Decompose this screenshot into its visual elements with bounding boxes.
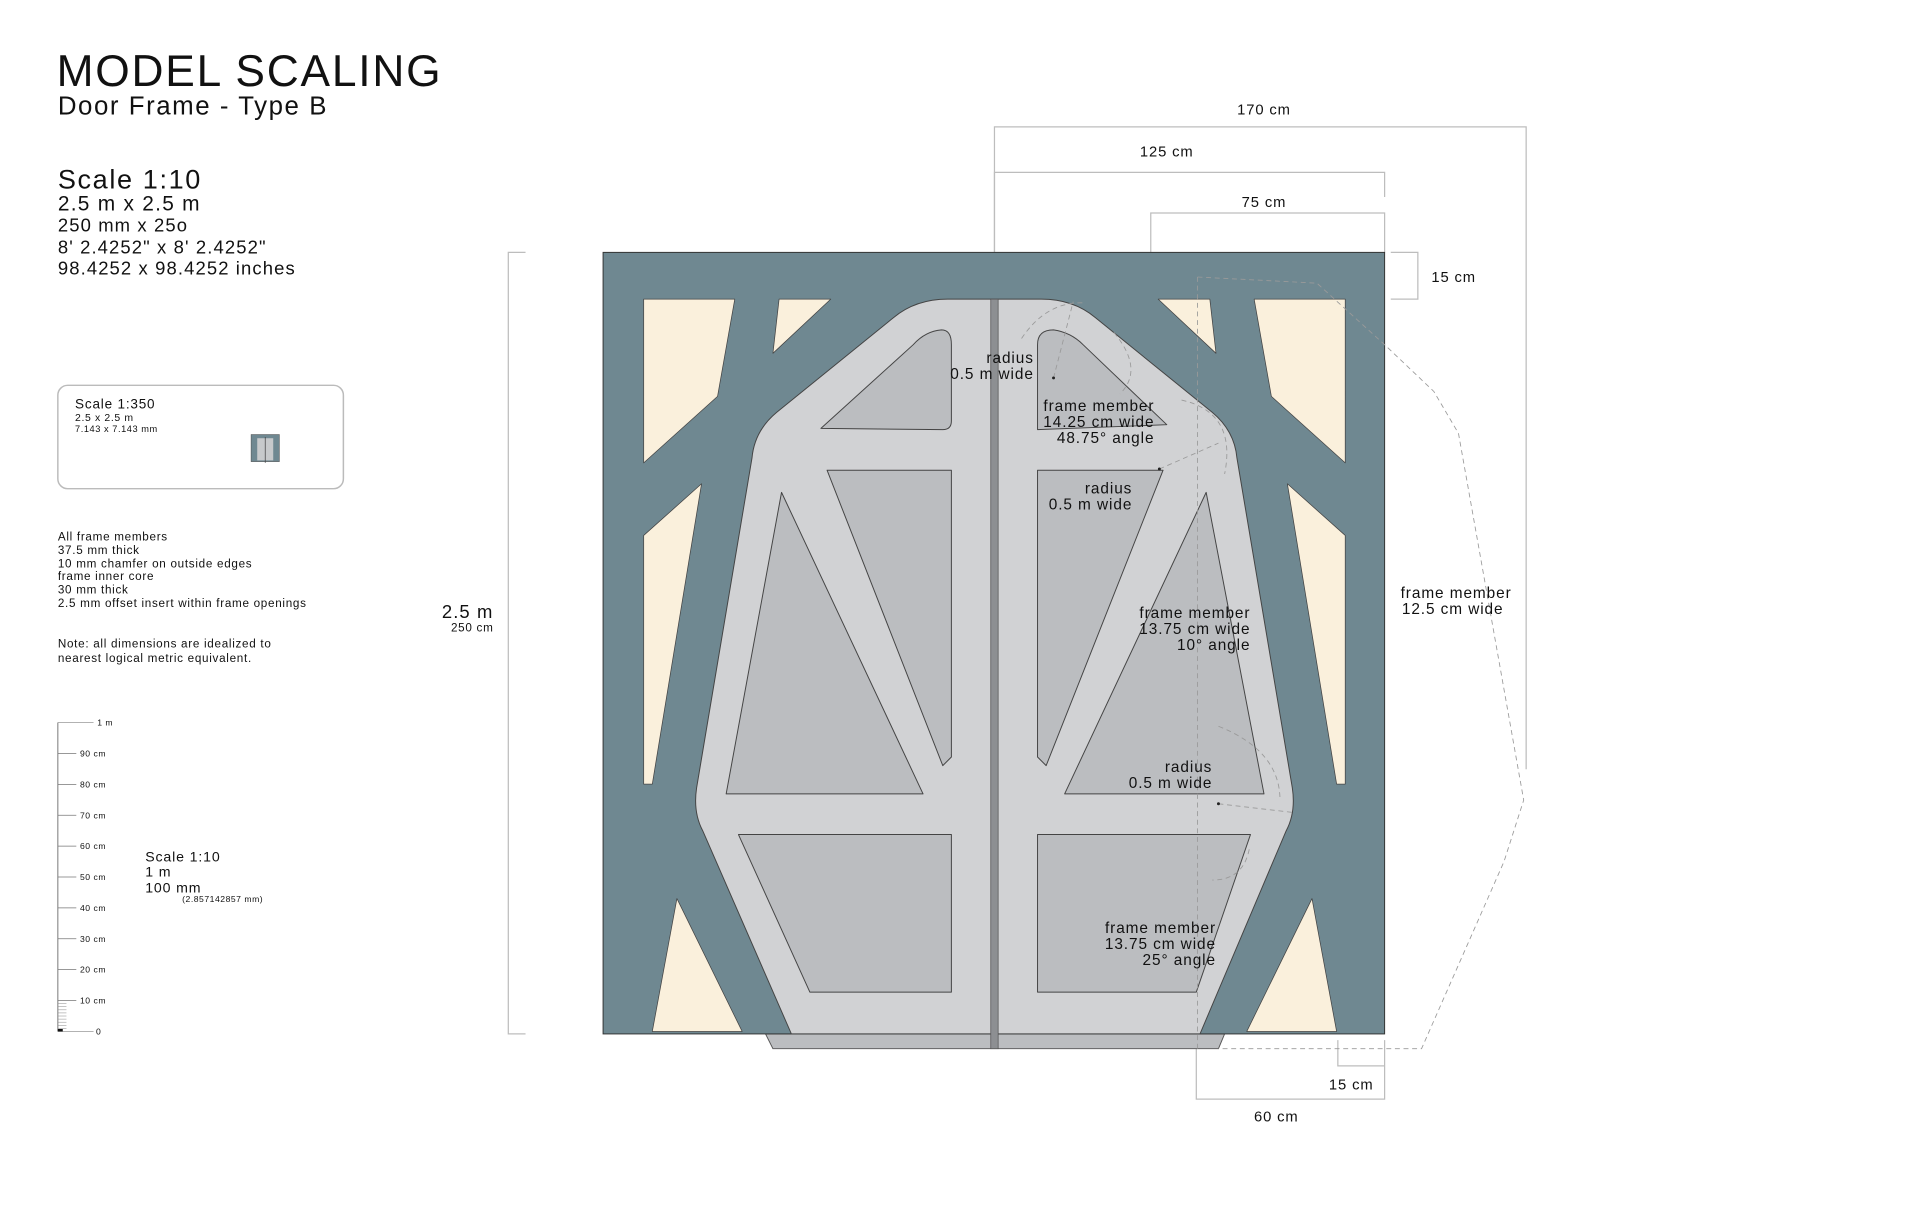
note-line: 2.5 mm offset insert within frame openin… [58,597,307,610]
ruler-tick-label: 40 cm [80,903,106,913]
annotation-radius: radius [1085,481,1132,498]
annotation-radius-value: 0.5 m wide [950,366,1034,383]
height-cm: 250 cm [451,621,494,634]
note-line: 30 mm thick [58,583,129,596]
annotation-member-angle: 48.75° angle [1057,430,1155,447]
annotation-member: frame member [1139,605,1250,622]
page-title: MODEL SCALING [57,47,443,96]
inset-scale: Scale 1:350 [75,397,155,412]
ruler-tick-label: 90 cm [80,749,106,759]
annotation-member: frame member [1105,920,1216,937]
height-dimension-line [507,251,526,1035]
dim-60cm: 60 cm [1254,1109,1299,1125]
door-frame-drawing: radius 0.5 m wide frame member 14.25 cm … [602,251,1525,1050]
ruler-length-m: 1 m [145,863,171,879]
frame-openings [643,298,1346,1032]
ruler-tick-label: 10 cm [80,996,106,1006]
dim-125cm: 125 cm [1140,144,1194,160]
notes: All frame members 37.5 mm thick 10 mm ch… [58,530,307,665]
note-line: 37.5 mm thick [58,544,140,557]
height-m: 2.5 m [442,601,494,622]
note-line: frame inner core [58,570,154,583]
inset-preview: Scale 1:350 2.5 x 2.5 m 7.143 x 7.143 mm [57,384,345,490]
inset-size-m: 2.5 x 2.5 m [75,413,134,424]
dim-75cm: 75 cm [1242,195,1287,211]
ruler-exact: (2.857142857 mm) [182,894,263,904]
note-line: 10 mm chamfer on outside edges [58,557,253,570]
spec-line: 98.4252 x 98.4252 inches [58,258,296,279]
construction-lines [1021,276,1525,1050]
annotation-member-angle: 25° angle [1143,952,1216,969]
annotation-radius: radius [1165,759,1212,776]
ruler-scale: Scale 1:10 [145,849,220,865]
annotation-member-width: 14.25 cm wide [1043,414,1154,431]
dim-bottom-15cm: 15 cm [1329,1077,1374,1093]
ruler-tick-label: 80 cm [80,779,106,789]
annotation-member-width: 13.75 cm wide [1139,621,1250,638]
inset-size-mm: 7.143 x 7.143 mm [75,424,158,434]
annotations: radius 0.5 m wide frame member 14.25 cm … [950,350,1512,969]
spec-scale: Scale 1:10 [58,163,202,194]
annotation-radius-value: 0.5 m wide [1049,497,1133,514]
ruler-tick-label: 70 cm [80,810,106,820]
door-thumbnail [250,434,280,463]
ruler-tick-label: 60 cm [80,841,106,851]
note-line: nearest logical metric equivalent. [58,652,252,665]
width-dimensions [993,126,1527,1100]
annotation-radius-value: 0.5 m wide [1129,775,1213,792]
ruler-tick-label: 0 [96,1027,101,1037]
annotation-member-width: 13.75 cm wide [1105,936,1216,953]
annotation-member: frame member [1401,585,1512,602]
dim-170cm: 170 cm [1237,103,1291,119]
spec-line: 8' 2.4252" x 8' 2.4252" [58,237,267,258]
ruler-length-mm: 100 mm [145,879,201,895]
spec-line: 250 mm x 25o [58,214,188,235]
ruler-tick-label: 20 cm [80,965,106,975]
ruler-tick-label: 1 m [97,718,113,728]
note-line: All frame members [58,530,168,543]
ruler-tick-label: 30 cm [80,934,106,944]
annotation-member-width: 12.5 cm wide [1402,601,1504,618]
annotation-member-angle: 10° angle [1177,637,1250,654]
spec-line: 2.5 m x 2.5 m [58,193,201,216]
page-subtitle: Door Frame - Type B [58,93,328,121]
note-line: Note: all dimensions are idealized to [58,637,272,650]
annotation-member: frame member [1043,398,1154,415]
annotation-radius: radius [986,350,1033,367]
dim-top-15cm: 15 cm [1431,270,1476,286]
scale-ruler: 1 m 90 cm 80 cm 70 cm 60 cm 50 cm 40 cm 30 cm 20… [57,718,113,1037]
ruler-tick-label: 50 cm [80,872,106,882]
center-seam [990,298,999,1050]
